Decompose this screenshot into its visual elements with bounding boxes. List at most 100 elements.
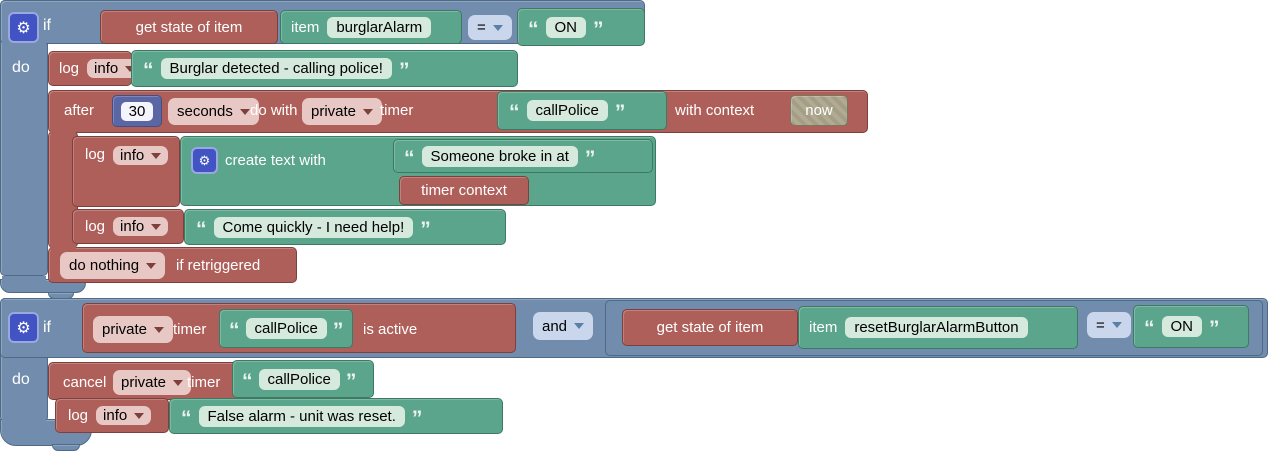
open-quote-icon: “ — [229, 319, 240, 342]
timer-label: timer — [380, 102, 414, 119]
timer-name-field[interactable]: callPolice — [258, 368, 340, 390]
number-block[interactable]: 30 — [112, 95, 162, 127]
timer-scope-value: private — [102, 321, 148, 338]
if-label: if — [43, 17, 51, 34]
open-quote-icon: “ — [509, 101, 520, 124]
is-active-label: is active — [363, 321, 418, 338]
string-block[interactable]: “ ON ” — [1133, 305, 1249, 348]
timer-scope-dropdown[interactable]: private — [93, 316, 174, 343]
open-quote-icon: “ — [143, 59, 154, 82]
timer-scope-value: private — [311, 103, 357, 120]
close-quote-icon: ” — [332, 319, 344, 342]
item-label: item — [291, 18, 320, 36]
comparison-operator-dropdown[interactable]: = — [1087, 312, 1131, 338]
log-level-value: info — [103, 407, 128, 424]
string-value-field[interactable]: ON — [1161, 316, 1202, 337]
open-quote-icon: “ — [1144, 317, 1155, 340]
log-message-field[interactable]: Come quickly - I need help! — [213, 216, 414, 238]
dropdown-caret-icon — [154, 326, 165, 333]
timer-is-active-block[interactable]: private timer “ callPolice ” is active — [82, 303, 516, 353]
get-state-block[interactable]: get state of item — [100, 10, 278, 44]
get-state-label: get state of item — [135, 18, 243, 36]
open-quote-icon: “ — [242, 369, 253, 393]
string-value-field[interactable]: ON — [545, 16, 586, 38]
close-quote-icon: ” — [398, 59, 410, 82]
dropdown-caret-icon — [239, 108, 250, 115]
time-unit-value: seconds — [177, 103, 233, 120]
log-level-dropdown[interactable]: info — [96, 406, 152, 425]
log-block[interactable]: log info — [55, 398, 169, 433]
item-block[interactable]: item burglarAlarm — [280, 10, 462, 44]
gear-glyph: ⚙ — [16, 319, 31, 337]
next-connection-notch — [52, 444, 80, 451]
gear-icon[interactable]: ⚙ — [8, 12, 39, 43]
gear-icon[interactable]: ⚙ — [8, 312, 39, 343]
close-quote-icon: ” — [614, 101, 626, 124]
timer-label: timer — [187, 374, 221, 391]
retrigger-action-dropdown[interactable]: do nothing — [60, 252, 166, 279]
gear-glyph: ⚙ — [198, 152, 211, 168]
item-block[interactable]: item resetBurglarAlarmButton — [798, 306, 1078, 349]
timer-context-block[interactable]: timer context — [399, 176, 529, 205]
string-block[interactable]: “ callPolice ” — [497, 91, 667, 130]
timer-scope-dropdown[interactable]: private — [302, 98, 383, 125]
do-label: do — [12, 371, 30, 388]
string-block[interactable]: “ Someone broke in at ” — [393, 139, 653, 173]
duration-field[interactable]: 30 — [120, 101, 154, 121]
create-text-block[interactable]: ⚙ create text with “ Someone broke in at… — [180, 136, 656, 206]
item-name-field[interactable]: burglarAlarm — [327, 16, 432, 38]
string-block[interactable]: “ ON ” — [517, 8, 645, 46]
log-message-field[interactable]: False alarm - unit was reset. — [198, 405, 405, 427]
log-label: log — [59, 60, 80, 77]
logic-operator-value: and — [542, 317, 568, 335]
log-block[interactable]: log info — [72, 209, 184, 244]
logic-operator-dropdown[interactable]: and — [533, 312, 594, 340]
close-quote-icon: ” — [593, 17, 604, 41]
dropdown-caret-icon — [173, 379, 184, 386]
timer-scope-dropdown[interactable]: private — [113, 370, 192, 395]
log-level-value: info — [120, 218, 145, 235]
close-quote-icon: ” — [345, 369, 357, 393]
timer-name-field[interactable]: callPolice — [245, 318, 327, 339]
string-block[interactable]: “ Come quickly - I need help! ” — [184, 209, 506, 245]
operator-label: = — [1096, 316, 1105, 334]
dropdown-caret-icon — [363, 108, 374, 115]
string-block[interactable]: “ Burglar detected - calling police! ” — [131, 50, 518, 87]
retrigger-action-value: do nothing — [69, 257, 140, 274]
now-label: now — [805, 102, 833, 119]
block-seam-patch — [50, 128, 76, 134]
item-label: item — [809, 319, 838, 336]
comparison-operator-dropdown[interactable]: = — [468, 15, 512, 40]
string-block[interactable]: “ callPolice ” — [219, 309, 353, 348]
string-block[interactable]: “ False alarm - unit was reset. ” — [169, 398, 503, 434]
dropdown-caret-icon — [492, 24, 503, 31]
item-name-field[interactable]: resetBurglarAlarmButton — [845, 317, 1028, 338]
time-unit-dropdown[interactable]: seconds — [168, 98, 259, 125]
log-level-dropdown[interactable]: info — [113, 217, 169, 236]
close-quote-icon: ” — [420, 217, 431, 241]
dropdown-caret-icon — [1111, 322, 1122, 328]
log-block[interactable]: log info — [48, 51, 143, 86]
log-level-dropdown[interactable]: info — [87, 59, 143, 78]
string-block[interactable]: “ callPolice ” — [232, 360, 374, 398]
log-level-value: info — [94, 60, 119, 77]
open-quote-icon: “ — [196, 217, 207, 241]
log-level-dropdown[interactable]: info — [113, 146, 169, 165]
block-seam-patch — [2, 276, 46, 282]
timer-name-field[interactable]: callPolice — [526, 100, 608, 121]
log-message-field[interactable]: Burglar detected - calling police! — [160, 58, 392, 79]
log-label: log — [85, 218, 106, 235]
gear-icon[interactable]: ⚙ — [191, 147, 218, 174]
text-part-field[interactable]: Someone broke in at — [421, 145, 578, 167]
get-state-block[interactable]: get state of item — [622, 309, 798, 346]
log-label: log — [85, 146, 106, 163]
now-block[interactable]: now — [790, 95, 848, 126]
cancel-timer-block[interactable]: cancel private timer — [48, 362, 238, 400]
log-block[interactable]: log info — [72, 136, 180, 207]
open-quote-icon: “ — [404, 146, 415, 170]
gear-glyph: ⚙ — [16, 19, 31, 37]
dropdown-caret-icon — [574, 323, 585, 329]
log-level-value: info — [120, 147, 145, 164]
dropdown-caret-icon — [125, 65, 136, 72]
